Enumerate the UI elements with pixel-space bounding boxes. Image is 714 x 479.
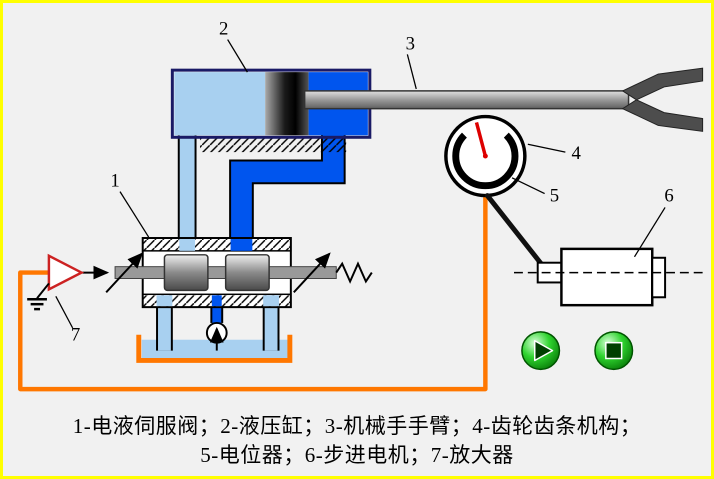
valve-port-p [211,295,222,307]
potentiometer-dial [444,114,527,198]
valve-port-t2 [263,295,279,307]
valve-port-a [179,239,196,251]
servo-system-diagram: 1 2 3 4 5 6 7 [18,19,704,392]
play-icon [534,339,554,362]
callout-6-leader [633,207,666,258]
callout-2-leader [227,39,248,73]
motor-end-cap [651,256,667,299]
amplifier-triangle [47,253,85,292]
callout-2: 2 [219,19,228,40]
feedback-wire [18,196,488,392]
return-spring [335,261,373,284]
amplifier [27,253,85,311]
cylinder-mount-hatching [199,137,347,153]
callout-1-leader [119,191,150,238]
valve-port-t1 [156,295,173,307]
piston [265,72,309,136]
gripper [621,67,704,132]
oil-tank [136,334,293,363]
valve-port-b [230,239,253,251]
callout-1: 1 [110,171,119,192]
pipe-pressure [231,133,344,242]
callout-4-leader [527,143,566,153]
gripper-finger-top [621,67,704,101]
valve-spool-land-right [224,254,270,292]
cylinder-chamber-left [174,72,266,136]
stop-icon [605,341,623,360]
callout-7-leader [55,295,74,329]
ground-symbol [27,282,50,311]
stepper-motor [514,247,704,307]
callout-6: 6 [664,185,673,206]
valve-spool-land-left [163,254,209,292]
link-rod [484,193,550,274]
gripper-finger-bottom [621,99,704,132]
callouts: 1 2 3 4 5 6 7 [55,19,674,346]
callout-4: 4 [572,143,582,164]
callout-3-leader [406,54,417,90]
legend-line-1: 1-电液伺服阀；2-液压缸；3-机械手手臂；4-齿轮齿条机构； [72,414,642,438]
callout-5-leader [511,177,545,195]
dial-pivot [482,153,488,159]
callout-3: 3 [406,33,415,54]
motor-body [560,247,654,307]
legend-caption: 1-电液伺服阀；2-液压缸；3-机械手手臂；4-齿轮齿条机构； 5-电位器；6-… [3,412,711,470]
dial-needle [474,122,488,157]
callout-5: 5 [550,185,559,206]
tank-fluid [141,339,288,359]
pump [205,321,228,351]
valve-hatch-top [141,237,292,252]
solenoid-arrow-right [293,252,331,293]
callout-7: 7 [71,325,80,346]
solenoid-arrow-left [105,252,144,293]
tank-outline [136,334,293,363]
dial-arc [452,132,519,190]
piston-rod-arm [303,90,630,110]
manipulator-arm [303,67,704,132]
stop-button[interactable] [594,331,634,371]
legend-line-2: 5-电位器；6-步进电机；7-放大器 [200,443,514,467]
servo-valve [82,237,373,309]
hydraulic-pipes [156,133,346,351]
play-button[interactable] [521,331,561,371]
